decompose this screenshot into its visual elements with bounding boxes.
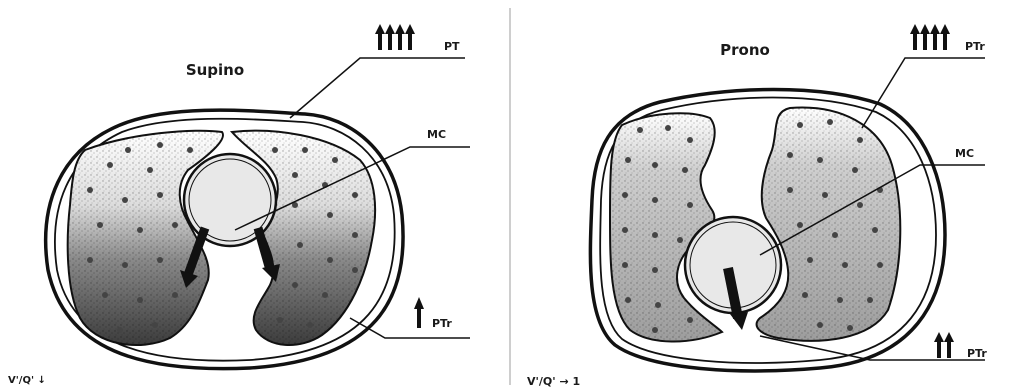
prone-ptr-arrows-icon: [934, 332, 954, 358]
supine-ptr-arrow-icon: [414, 297, 424, 328]
supine-title: Supino: [186, 61, 244, 79]
prone-ratio-label: V'/Q' → 1: [527, 375, 580, 388]
supine-pt-arrows-icon: [375, 24, 415, 50]
prone-title: Prono: [720, 41, 770, 59]
prone-panel: Prono PTr MC PTr V'/Q' → 1: [527, 24, 987, 388]
prone-pt-arrows-icon: [910, 24, 950, 50]
supine-mc-label: MC: [427, 128, 446, 141]
prone-ptr-label: PTr: [967, 347, 987, 360]
supine-panel: Supino PT MC PTr V'/Q' ↓: [8, 24, 470, 386]
prone-pt-label: PTr: [965, 40, 985, 53]
supine-pt-leader: [290, 58, 465, 118]
supine-ptr-label: PTr: [432, 317, 452, 330]
supine-pt-label: PT: [444, 40, 460, 53]
supine-ratio-label: V'/Q' ↓: [8, 375, 46, 386]
prone-mc-label: MC: [955, 147, 974, 160]
prone-right-lung-texture: [757, 108, 901, 341]
